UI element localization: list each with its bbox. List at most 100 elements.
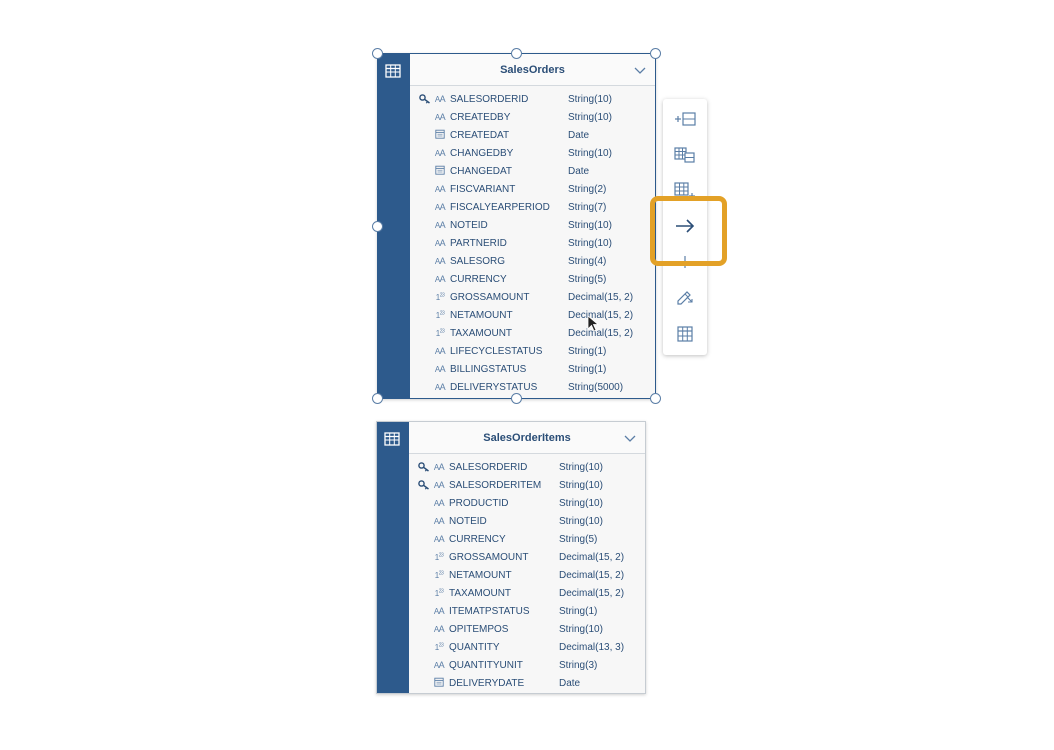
column-name: FISCALYEARPERIOD bbox=[450, 201, 550, 213]
number-type-icon: 123 bbox=[434, 588, 444, 598]
column-type: Decimal(15, 2) bbox=[559, 587, 625, 599]
column-type: String(10) bbox=[568, 111, 612, 123]
string-type-icon: AA bbox=[434, 238, 446, 248]
number-type-icon: 123 bbox=[434, 552, 444, 562]
column-row[interactable]: AA FISCALYEARPERIOD String(7) bbox=[410, 198, 655, 216]
resize-handle-bottom-center[interactable] bbox=[511, 393, 522, 404]
column-type: String(2) bbox=[568, 183, 607, 195]
column-name: DELIVERYDATE bbox=[449, 677, 525, 689]
column-name: SALESORG bbox=[450, 255, 506, 267]
table-icon bbox=[385, 64, 401, 78]
column-row[interactable]: 123 NETAMOUNT Decimal(15, 2) bbox=[410, 306, 655, 324]
key-icon bbox=[418, 462, 429, 472]
entity-header[interactable]: SalesOrderItems bbox=[409, 422, 645, 454]
column-type: Decimal(15, 2) bbox=[559, 569, 625, 581]
column-type: Date bbox=[568, 165, 590, 177]
column-type: Date bbox=[568, 129, 590, 141]
resize-handle-bottom-left[interactable] bbox=[372, 393, 383, 404]
column-type: Decimal(15, 2) bbox=[568, 309, 634, 321]
edit-icon bbox=[677, 291, 693, 305]
type-icon: AA bbox=[432, 382, 448, 392]
resize-handle-top-center[interactable] bbox=[511, 48, 522, 59]
table-icon bbox=[677, 326, 693, 342]
type-icon bbox=[432, 129, 448, 141]
number-type-icon: 123 bbox=[435, 310, 445, 320]
string-type-icon: AA bbox=[434, 148, 446, 158]
type-icon: AA bbox=[432, 238, 448, 248]
type-icon: AA bbox=[431, 624, 447, 634]
add-column-button[interactable] bbox=[669, 105, 701, 133]
string-type-icon: AA bbox=[434, 184, 446, 194]
calendar-icon bbox=[434, 677, 444, 687]
create-association-button[interactable] bbox=[669, 212, 701, 240]
table-view-button[interactable] bbox=[669, 320, 701, 348]
type-icon: AA bbox=[432, 220, 448, 230]
number-type-icon: 123 bbox=[435, 292, 445, 302]
column-row[interactable]: DELIVERYDATE Date bbox=[409, 674, 645, 692]
string-type-icon: AA bbox=[434, 112, 446, 122]
column-name: NETAMOUNT bbox=[450, 309, 513, 321]
string-type-icon: AA bbox=[434, 364, 446, 374]
entity-header[interactable]: SalesOrders bbox=[410, 54, 655, 86]
column-row[interactable]: AA BILLINGSTATUS String(1) bbox=[410, 360, 655, 378]
column-type: String(1) bbox=[568, 363, 607, 375]
entity-side-bar bbox=[378, 54, 410, 398]
column-name: PRODUCTID bbox=[449, 497, 509, 509]
column-name: DELIVERYSTATUS bbox=[450, 381, 538, 393]
type-icon bbox=[431, 677, 447, 689]
chevron-down-icon[interactable] bbox=[633, 63, 647, 77]
type-icon: AA bbox=[431, 534, 447, 544]
string-type-icon: AA bbox=[434, 94, 446, 104]
column-type: String(7) bbox=[568, 201, 607, 213]
chevron-down-icon[interactable] bbox=[623, 431, 637, 445]
resize-handle-bottom-right[interactable] bbox=[650, 393, 661, 404]
column-row[interactable]: CREATEDAT Date bbox=[410, 126, 655, 144]
string-type-icon: AA bbox=[434, 382, 446, 392]
column-type: String(10) bbox=[568, 237, 612, 249]
type-icon: AA bbox=[432, 94, 448, 104]
table-join-button[interactable] bbox=[669, 141, 701, 169]
column-name: CURRENCY bbox=[450, 273, 507, 285]
resize-handle-middle-left[interactable] bbox=[372, 221, 383, 232]
column-name: CREATEDAT bbox=[450, 129, 510, 141]
string-type-icon: AA bbox=[433, 462, 445, 472]
resize-handle-top-right[interactable] bbox=[650, 48, 661, 59]
mouse-cursor-icon bbox=[587, 315, 600, 332]
column-name: CURRENCY bbox=[449, 533, 506, 545]
column-type: Date bbox=[559, 677, 581, 689]
table-join-icon bbox=[674, 147, 695, 163]
type-icon: AA bbox=[432, 256, 448, 266]
column-name: BILLINGSTATUS bbox=[450, 363, 527, 375]
resize-handle-top-left[interactable] bbox=[372, 48, 383, 59]
edit-button[interactable] bbox=[669, 284, 701, 312]
string-type-icon: AA bbox=[434, 202, 446, 212]
